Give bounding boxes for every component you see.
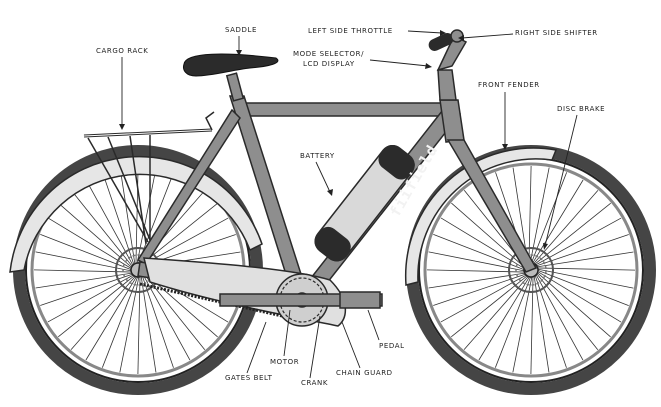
spoke [85, 275, 138, 361]
label-lcd-display: LCD DISPLAY [303, 60, 355, 68]
spoke [33, 269, 133, 273]
spoke [478, 275, 531, 361]
spoke [530, 172, 568, 265]
label-crank: CRANK [301, 379, 328, 387]
battery [314, 144, 415, 262]
spoke [101, 275, 139, 368]
label-left-side-throttle: LEFT SIDE THROTTLE [308, 27, 393, 35]
crankset [219, 273, 383, 327]
rear-fender [9, 155, 263, 273]
leader-arrowheads [119, 30, 548, 250]
front-fender [404, 147, 558, 286]
label-saddle: SADDLE [225, 26, 257, 34]
label-disc-brake: DISC BRAKE [557, 105, 605, 113]
label-right-side-shifter: RIGHT SIDE SHIFTER [515, 29, 598, 37]
saddle [183, 53, 279, 102]
label-motor: MOTOR [270, 358, 299, 366]
label-pedal: PEDAL [379, 342, 405, 350]
label-chain-guard: CHAIN GUARD [336, 369, 393, 377]
spoke [530, 275, 534, 375]
spoke [536, 270, 622, 323]
spoke [494, 275, 532, 368]
spoke [47, 217, 133, 270]
leader-lines [121, 30, 578, 379]
spoke [533, 202, 611, 266]
spoke [426, 269, 526, 273]
label-battery: BATTERY [300, 152, 335, 160]
label-gates-belt: GATES BELT [225, 374, 273, 382]
spoke [528, 165, 532, 265]
spoke [70, 190, 134, 268]
spoke [536, 267, 636, 271]
handlebar [428, 29, 468, 101]
spoke [531, 179, 584, 265]
label-front-fender: FRONT FENDER [478, 81, 540, 89]
spoke [536, 269, 629, 307]
label-mode-selector: MODE SELECTOR/ [293, 50, 364, 58]
spoke [40, 233, 133, 271]
front-disc-brake [508, 247, 554, 293]
spoke [58, 274, 136, 338]
spoke [451, 274, 529, 338]
spoke [137, 275, 141, 375]
cargo-rack [83, 111, 215, 245]
label-cargo-rack: CARGO RACK [96, 47, 148, 55]
spoke [535, 272, 599, 350]
